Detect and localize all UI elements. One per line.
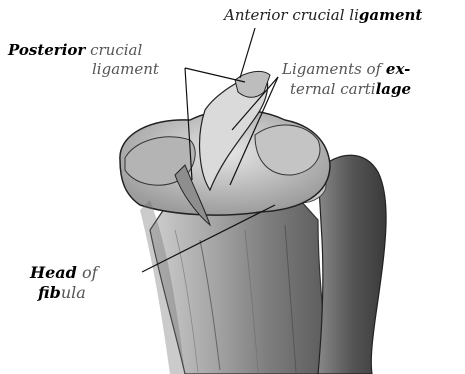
label-posterior-crucial-line2: ligament [92, 62, 159, 77]
fibula [318, 155, 386, 374]
label-ligaments-external-line2: ternal cartilage [290, 82, 411, 97]
leader-anterior [240, 28, 255, 78]
label-ligaments-external: Ligaments of ex- [282, 62, 410, 77]
label-head-of-fibula-line2: fibula [38, 285, 86, 301]
leader-posterior-a [185, 68, 245, 82]
label-head-of-fibula: Head of [30, 265, 98, 281]
label-anterior-crucial: Anterior crucial ligament [224, 8, 422, 23]
label-posterior-crucial: Posterior crucial [8, 43, 142, 58]
